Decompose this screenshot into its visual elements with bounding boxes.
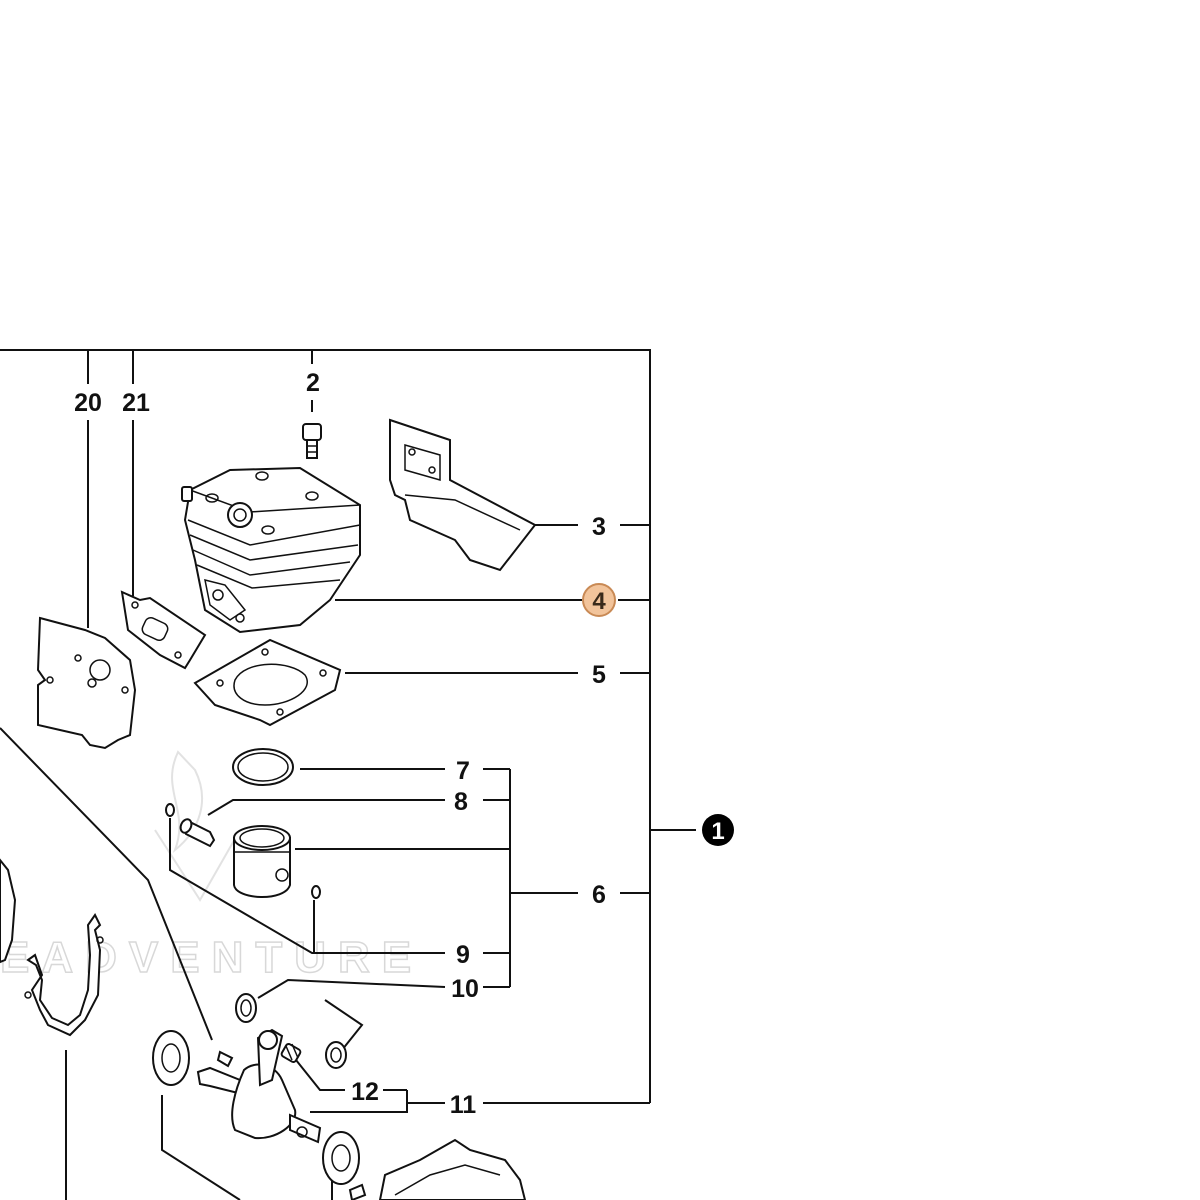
callout-3: 3 xyxy=(592,513,606,541)
callout-1: 1 xyxy=(711,818,724,845)
callout-8: 8 xyxy=(454,788,468,816)
main-bearing-part xyxy=(152,1030,360,1185)
piston-pin-part xyxy=(179,818,216,848)
callout-7: 7 xyxy=(456,757,470,785)
callout-11: 11 xyxy=(450,1091,477,1119)
callout-9: 9 xyxy=(456,941,470,969)
callout-12: 12 xyxy=(351,1078,379,1106)
circlip-part xyxy=(165,803,321,899)
cylinder-part xyxy=(181,466,361,634)
crankshaft-part xyxy=(196,1028,322,1144)
watermark-text: EADVENTURE xyxy=(0,933,423,982)
piston-part xyxy=(233,825,291,898)
callout-20: 20 xyxy=(74,389,102,417)
callout-2: 2 xyxy=(306,369,320,397)
callout-6: 6 xyxy=(592,881,606,909)
intake-gasket-part xyxy=(120,590,207,670)
callout-5: 5 xyxy=(592,661,606,689)
watermark: EADVENTURE xyxy=(0,750,423,983)
needle-bearing-part xyxy=(235,993,347,1069)
callout-1-badge: 1 xyxy=(702,814,734,846)
callout-4: 4 xyxy=(592,588,606,615)
key-part xyxy=(216,1050,234,1068)
callouts: 20 21 2 3 4 5 7 8 6 9 10 12 11 1 xyxy=(74,369,734,1119)
callout-21: 21 xyxy=(122,389,150,417)
piston-ring-part xyxy=(232,748,294,786)
callout-4-highlight: 4 xyxy=(582,583,616,617)
cage-part xyxy=(280,1043,302,1063)
crankcase-part xyxy=(348,1138,527,1200)
callout-10: 10 xyxy=(451,975,479,1003)
heat-shield-part xyxy=(389,418,537,572)
leader-lines xyxy=(0,349,696,1200)
screw-part xyxy=(302,423,322,459)
muffler-gasket-part xyxy=(36,616,137,750)
left-edge-parts xyxy=(0,858,104,1037)
base-gasket-part xyxy=(193,638,342,727)
